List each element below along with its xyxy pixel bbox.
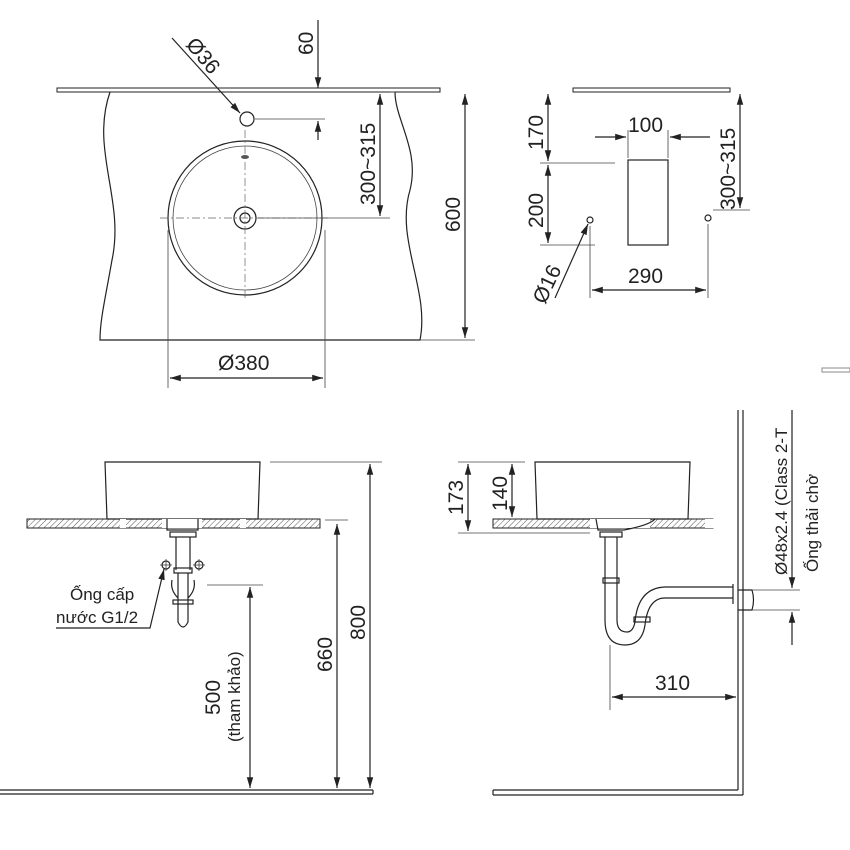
dim-d380: Ø380 [218,352,269,375]
dim-290: 290 [628,265,663,288]
waste-outlet-zone [627,159,669,246]
drain-pipe [175,537,191,570]
dim-600: 600 [442,197,465,232]
basin-body [104,461,261,520]
basin-body-side [534,461,691,520]
dim-300-315-wall: 300~315 [717,128,740,210]
dim-170: 170 [525,115,548,150]
dim-500: 500 [202,680,225,715]
dim-60: 60 [295,32,318,55]
front-elevation: Ống cấp nước G1/2 500 (tham khảo) 660 80… [0,461,382,795]
dim-100: 100 [628,114,663,137]
dim-173: 173 [445,480,468,515]
wall-layout-view: 170 200 100 300~315 Ø16 290 [525,87,750,307]
p-trap [604,537,733,646]
dim-800: 800 [347,605,370,640]
waste-pipe-label: Ống thải chờ [802,474,822,572]
supply-hole [586,216,594,224]
waste-pipe-spec: Ø48x2.4 (Class 2-T [772,428,791,575]
dim-310: 310 [655,672,690,695]
supply-hole [704,214,712,222]
plan-view: 60 Ø36 300~315 600 Ø380 [56,20,475,388]
supply-label-line2: nước G1/2 [56,608,138,627]
supply-valve-icon [160,559,205,571]
dim-200: 200 [525,193,548,228]
dim-300-315: 300~315 [357,123,380,205]
dim-660: 660 [314,637,337,672]
scroll-marker [821,367,850,373]
supply-label-line1: Ống cấp [70,584,134,604]
dim-140: 140 [489,476,512,511]
countertop-outline [99,91,423,341]
countertop-edge [56,87,441,93]
trap [171,573,195,628]
side-elevation: 173 140 310 Ø48x2.4 (Class 2-T Ống thải … [445,410,822,796]
dim-500-note: (tham khảo) [225,651,244,742]
tap-hole [239,111,255,127]
